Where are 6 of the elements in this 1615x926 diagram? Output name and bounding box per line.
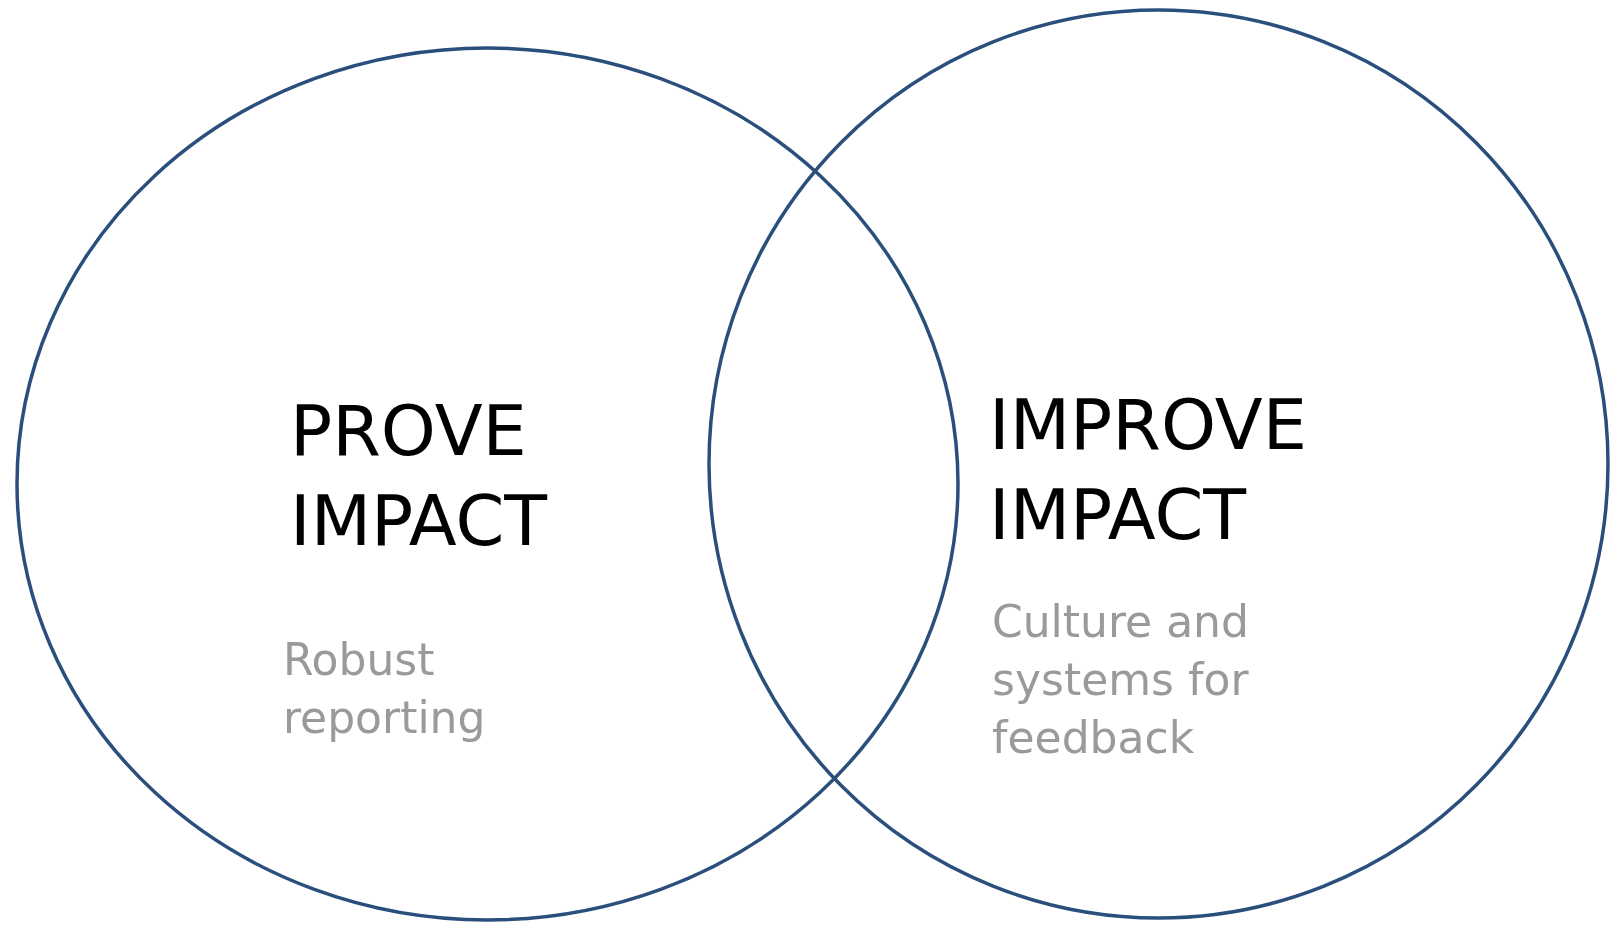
venn-circle: [15, 46, 960, 922]
heading: PROVE IMPACT: [290, 389, 549, 564]
description: Robust reporting: [283, 633, 487, 745]
venn-circle: [707, 8, 1610, 920]
heading: IMPROVE IMPACT: [989, 383, 1308, 558]
description: Culture and systems for feedback: [992, 595, 1250, 765]
